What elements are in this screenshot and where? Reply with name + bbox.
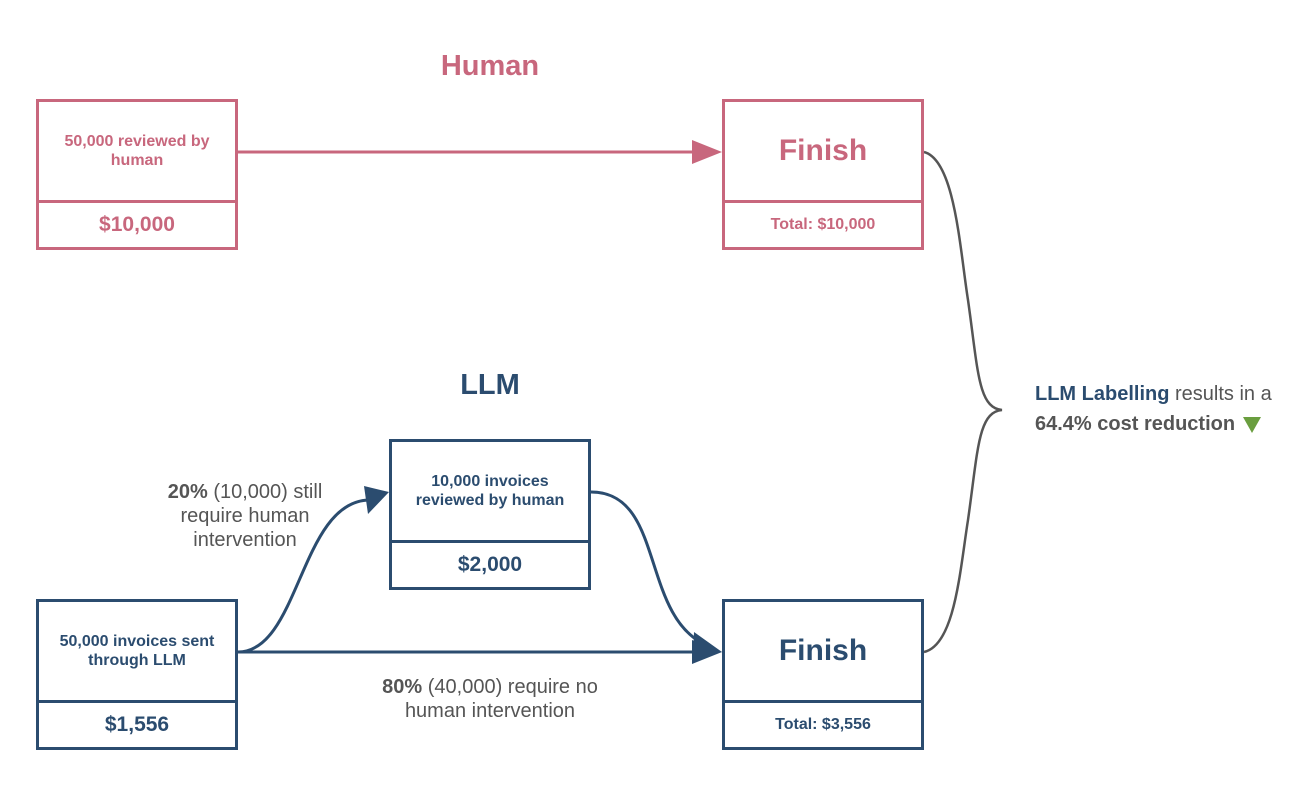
llm-review-cost: $2,000	[392, 540, 588, 587]
llm-review-to-finish-curve	[590, 490, 707, 647]
human-finish-box: Finish Total: $10,000	[722, 99, 924, 250]
human-start-label: 50,000 reviewed by human	[64, 132, 210, 169]
branch-direct-note: 80% (40,000) require no human interventi…	[370, 675, 610, 723]
human-finish-label: Finish	[778, 134, 868, 167]
llm-start-cost: $1,556	[39, 700, 235, 747]
llm-review-to-finish-arrow-head	[693, 632, 722, 658]
llm-finish-box: Finish Total: $3,556	[722, 599, 924, 750]
llm-review-box: 10,000 invoices reviewed by human $2,000	[389, 439, 591, 590]
comparison-brace	[923, 150, 1003, 654]
branch-up-note: 20% (10,000) still require human interve…	[150, 480, 340, 552]
result-reduction: 64.4% cost reduction	[1035, 413, 1236, 435]
branch-direct-text: (40,000) require no human intervention	[404, 676, 598, 722]
human-start-box: 50,000 reviewed by human $10,000	[36, 99, 238, 250]
llm-start-box: 50,000 invoices sent through LLM $1,556	[36, 599, 238, 750]
down-triangle-icon	[1243, 416, 1262, 433]
branch-up-text: (10,000) still require human interventio…	[180, 481, 323, 551]
human-start-cost: $10,000	[39, 200, 235, 247]
result-label-rest: results in a	[1175, 383, 1272, 405]
human-finish-total: Total: $10,000	[725, 200, 921, 247]
llm-branch-up-arrow-head	[364, 486, 389, 514]
branch-up-pct: 20%	[167, 481, 208, 503]
human-section-title: Human	[440, 50, 540, 82]
llm-start-label: 50,000 invoices sent through LLM	[59, 632, 215, 669]
result-text: LLM Labelling results in a 64.4% cost re…	[1035, 379, 1295, 439]
llm-branch-up-curve	[237, 498, 371, 654]
result-label-strong: LLM Labelling	[1035, 383, 1170, 405]
llm-finish-total: Total: $3,556	[725, 700, 921, 747]
llm-finish-label: Finish	[778, 634, 868, 667]
branch-direct-pct: 80%	[382, 676, 423, 698]
human-arrow-head	[692, 140, 722, 164]
llm-review-label: 10,000 invoices reviewed by human	[415, 472, 565, 509]
llm-section-title: LLM	[460, 369, 520, 401]
